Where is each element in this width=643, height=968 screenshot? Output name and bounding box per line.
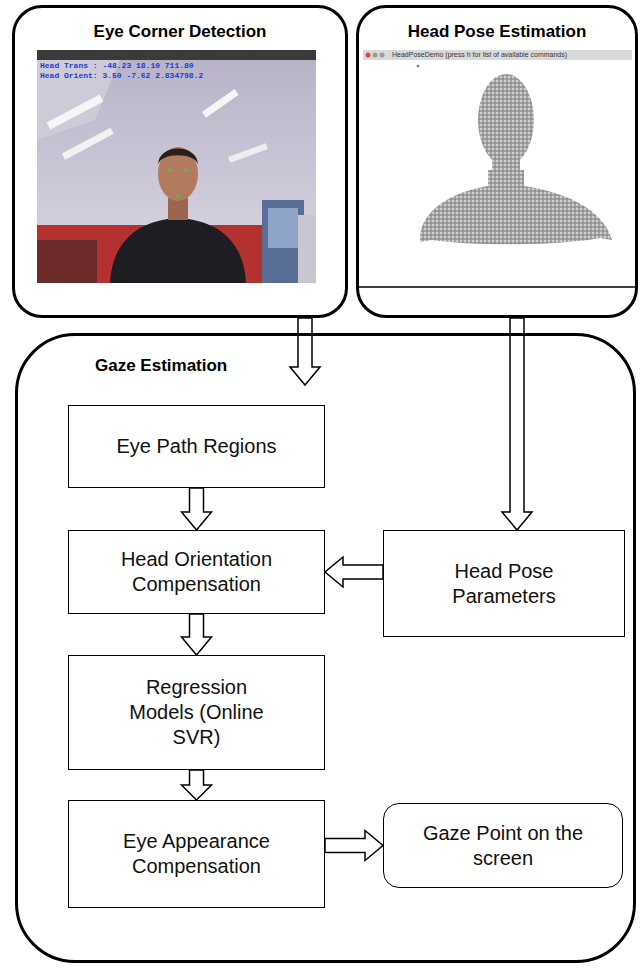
box-label: Regression Models (Online SVR) — [122, 675, 272, 750]
group-panel: Gaze EstimationEye Path RegionsHead Orie… — [15, 333, 636, 963]
output-box: Gaze Point on the screen — [383, 803, 623, 888]
block-arrow — [182, 770, 212, 800]
window-title: HeadPoseDemo (press h for list of availa… — [392, 51, 567, 58]
process-box: Regression Models (Online SVR) — [68, 655, 325, 770]
group-panel: Eye Corner Detection — [12, 5, 348, 318]
panel-heading: Eye Corner Detection — [15, 22, 345, 42]
block-arrow — [182, 488, 212, 530]
process-box: Head Pose Parameters — [383, 530, 625, 637]
process-box: Head Orientation Compensation — [68, 530, 325, 614]
point-cloud-image — [356, 50, 638, 287]
box-label: Eye Path Regions — [116, 434, 276, 459]
box-label: Gaze Point on the screen — [413, 821, 593, 871]
process-box: Eye Path Regions — [68, 405, 325, 488]
overlay-text: Head Orient: 3.50 -7.62 2.834798.2 — [40, 72, 203, 80]
webcam-image — [37, 50, 316, 283]
panel-heading: Head Pose Estimation — [359, 22, 635, 42]
block-arrow — [182, 614, 212, 655]
panel-heading: Gaze Estimation — [95, 356, 227, 376]
box-label: Eye Appearance Compensation — [97, 829, 297, 879]
block-arrow — [325, 557, 383, 587]
box-label: Head Orientation Compensation — [97, 547, 297, 597]
overlay-text: Head Trans : -48.23 18.10 711.80 — [40, 62, 194, 70]
block-arrow — [290, 318, 320, 385]
block-arrow — [325, 831, 383, 861]
box-label: Head Pose Parameters — [424, 559, 584, 609]
block-arrow — [502, 318, 532, 530]
process-box: Eye Appearance Compensation — [68, 800, 325, 908]
